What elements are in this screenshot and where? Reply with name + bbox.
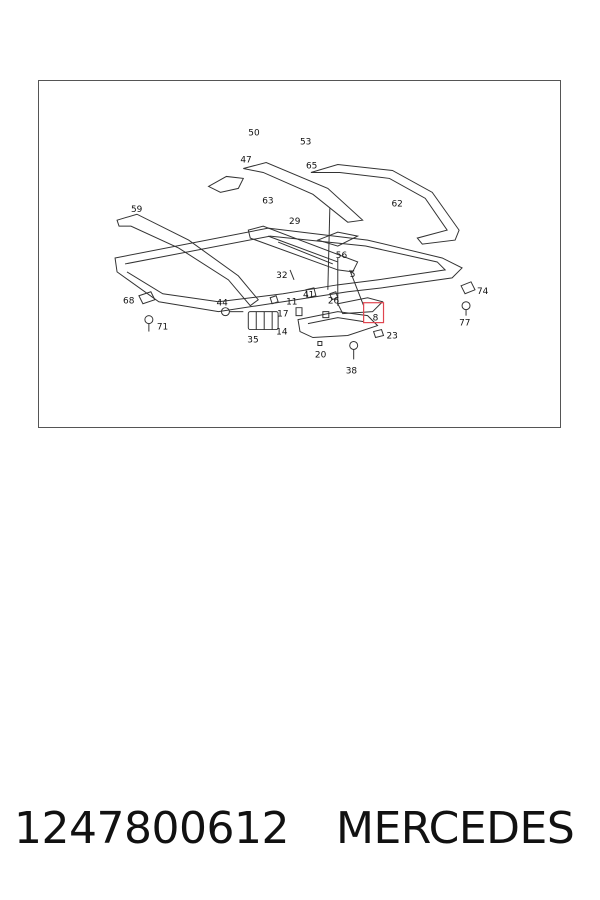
part-number: 1247800612 [14,803,289,854]
label-20: 20 [315,350,327,360]
label-26: 26 [328,297,340,307]
label-71: 71 [157,323,168,333]
label-68: 68 [123,297,135,307]
parts-diagram: 50 53 47 65 63 62 59 29 56 32 5 41 74 68… [38,80,561,428]
rear-seal-strip [310,164,460,245]
label-38: 38 [346,366,358,376]
label-62: 62 [391,199,402,209]
label-50: 50 [248,129,260,139]
label-41: 41 [303,291,314,301]
label-14: 14 [276,328,288,338]
label-63: 63 [262,196,273,206]
guide-rail [247,225,359,273]
label-17: 17 [277,310,288,320]
top-rail [243,162,364,223]
label-8: 8 [373,314,379,324]
label-29: 29 [289,217,301,227]
label-59: 59 [131,205,143,215]
front-seal-strip [116,213,259,307]
label-5: 5 [350,270,356,280]
label-56: 56 [336,251,348,261]
label-65: 65 [306,161,317,171]
label-35: 35 [247,335,258,345]
label-47: 47 [240,156,251,166]
brand-name: MERCEDES [336,803,575,854]
label-11: 11 [286,298,297,308]
sunroof-assembly-drawing: 50 53 47 65 63 62 59 29 56 32 5 41 74 68… [114,129,489,376]
roof-frame [114,227,463,313]
part-caption: 1247800612 MERCEDES [0,795,600,865]
label-32: 32 [276,271,287,281]
label-77: 77 [459,319,470,329]
label-74: 74 [477,287,489,297]
label-44: 44 [216,299,228,309]
highlight-box [363,302,385,324]
label-53: 53 [300,138,311,148]
label-23: 23 [386,332,397,342]
